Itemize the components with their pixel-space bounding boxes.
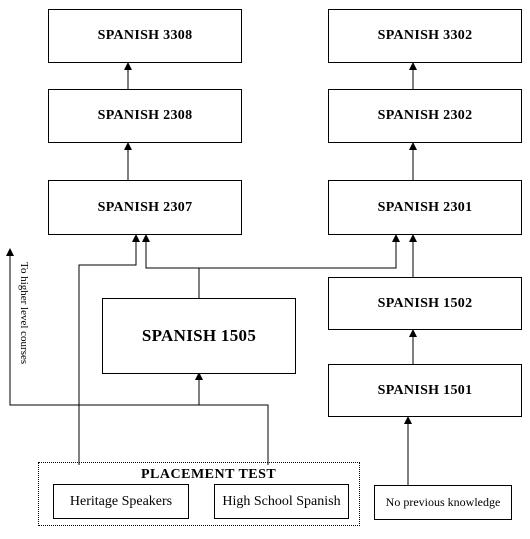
placement-test-title: PLACEMENT TEST xyxy=(139,467,279,483)
course-box-spanish-2307: SPANISH 2307 xyxy=(48,180,242,235)
course-box-spanish-2302: SPANISH 2302 xyxy=(328,89,522,143)
heritage-speakers-box: Heritage Speakers xyxy=(53,484,189,519)
higher-level-courses-note: To higher level courses xyxy=(18,262,30,365)
course-box-spanish-3308: SPANISH 3308 xyxy=(48,9,242,63)
course-box-spanish-2301: SPANISH 2301 xyxy=(328,180,522,235)
course-label: SPANISH 1505 xyxy=(141,326,257,345)
line-1505-to-2301 xyxy=(199,234,400,269)
course-label: SPANISH 3302 xyxy=(377,28,473,43)
line-highschool-to-higher xyxy=(6,248,269,465)
high-school-spanish-label: High School Spanish xyxy=(222,493,341,509)
heritage-speakers-label: Heritage Speakers xyxy=(69,493,173,509)
course-box-spanish-1501: SPANISH 1501 xyxy=(328,364,522,417)
course-label: SPANISH 2302 xyxy=(377,108,473,123)
high-school-spanish-box: High School Spanish xyxy=(214,484,349,519)
course-box-spanish-2308: SPANISH 2308 xyxy=(48,89,242,143)
course-box-spanish-3302: SPANISH 3302 xyxy=(328,9,522,63)
course-box-spanish-1505: SPANISH 1505 xyxy=(102,298,296,374)
course-label: SPANISH 1502 xyxy=(377,295,473,311)
line-heritage-to-2307 xyxy=(78,234,140,465)
course-label: SPANISH 2307 xyxy=(97,199,193,215)
course-label: SPANISH 3308 xyxy=(97,28,193,43)
line-1505-to-2307 xyxy=(142,234,199,269)
course-label: SPANISH 1501 xyxy=(377,382,473,398)
placement-test-group xyxy=(38,462,360,526)
course-box-spanish-1502: SPANISH 1502 xyxy=(328,277,522,330)
course-label: SPANISH 2301 xyxy=(377,199,473,215)
no-previous-knowledge-label: No previous knowledge xyxy=(385,495,501,509)
no-previous-knowledge-box: No previous knowledge xyxy=(374,485,512,520)
course-label: SPANISH 2308 xyxy=(97,108,193,123)
